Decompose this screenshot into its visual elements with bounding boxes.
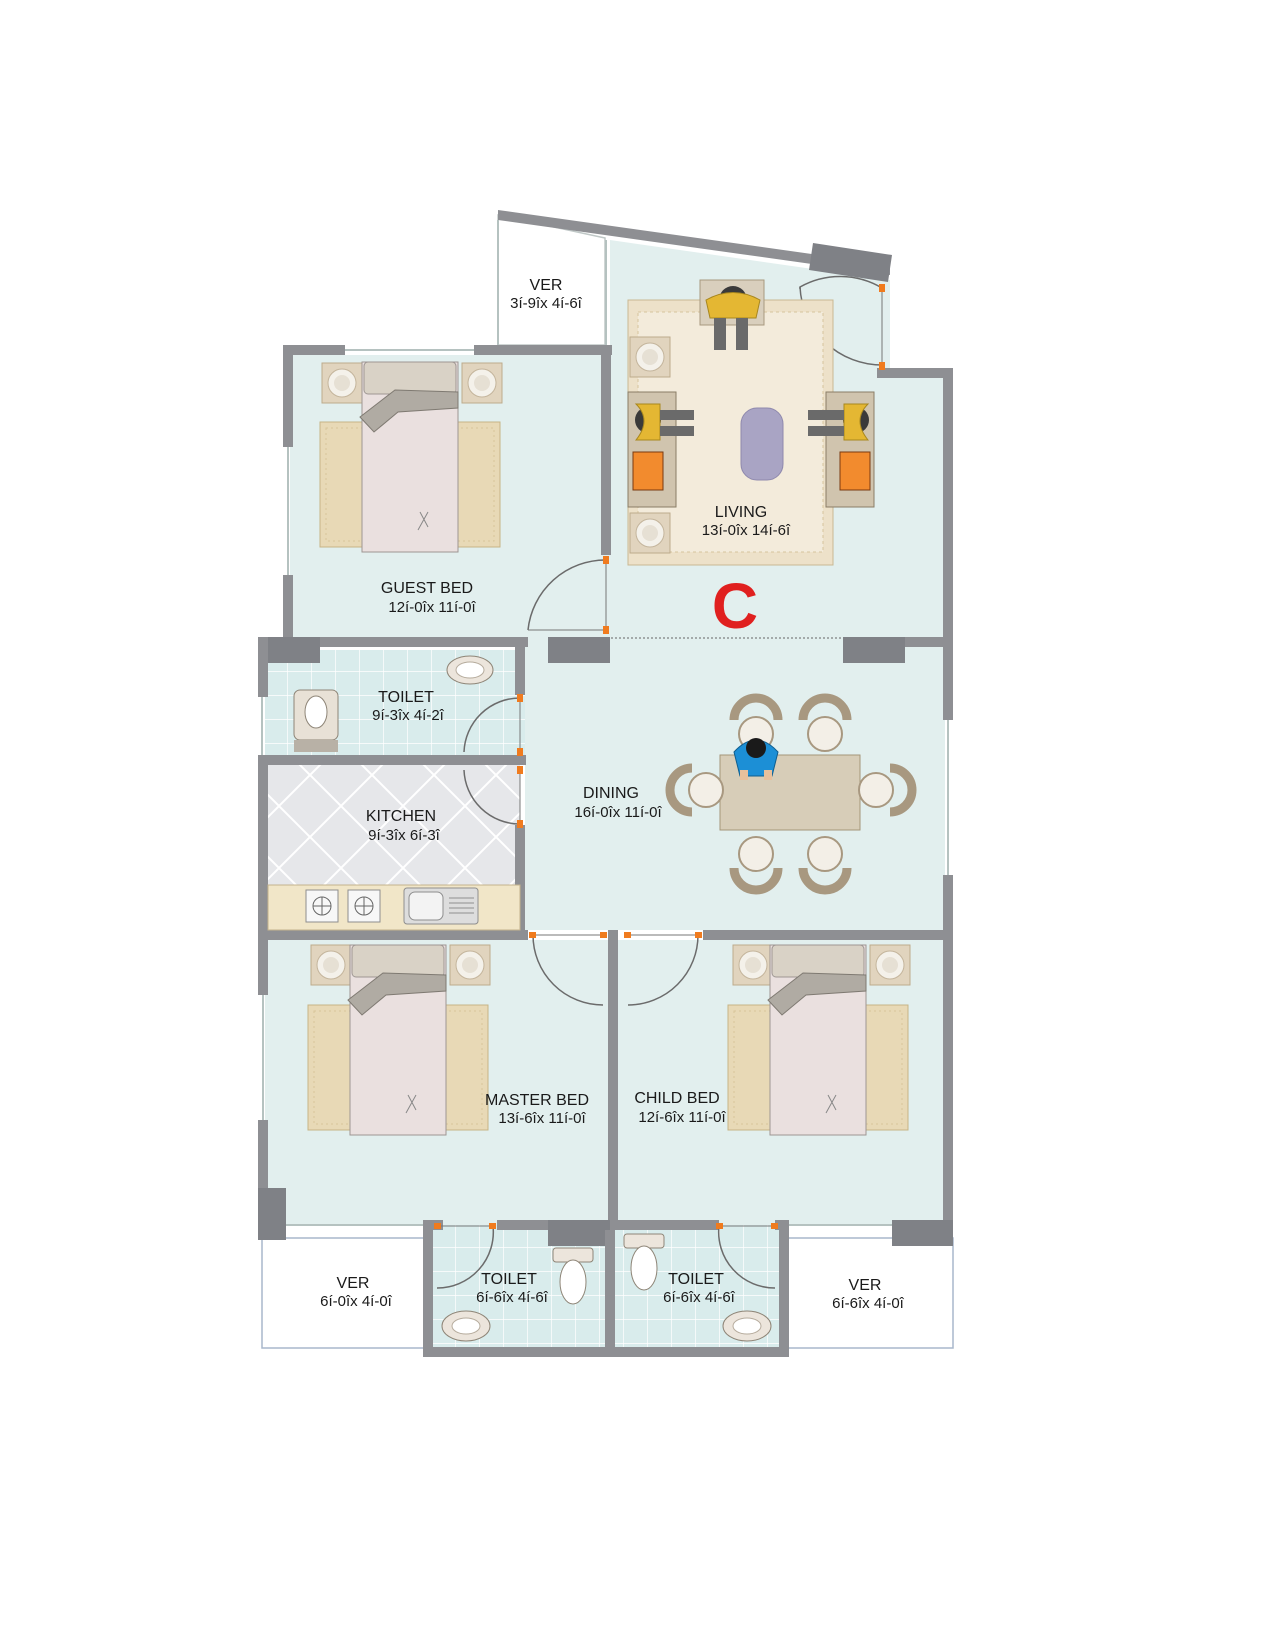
kitchen-size: 9í-3îx 6í-3î bbox=[368, 827, 441, 844]
ver-left-size: 6í-0îx 4í-0î bbox=[320, 1293, 393, 1310]
windows bbox=[261, 220, 949, 1226]
child-bed-furniture bbox=[727, 944, 911, 1136]
child-bed-name: CHILD BED bbox=[634, 1090, 719, 1107]
child-toilet-size: 6í-6îx 4í-6î bbox=[663, 1289, 736, 1306]
kitchen-name: KITCHEN bbox=[366, 808, 436, 825]
living-size: 13í-0îx 14í-6î bbox=[702, 522, 791, 539]
child-toilet-name: TOILET bbox=[668, 1271, 724, 1288]
ver-left-name: VER bbox=[337, 1275, 370, 1292]
master-toilet-name: TOILET bbox=[481, 1271, 537, 1288]
guest-toilet-size: 9í-3îx 4í-2î bbox=[372, 707, 445, 724]
guest-toilet-fixtures bbox=[293, 655, 494, 752]
walls bbox=[258, 210, 953, 1357]
guest-toilet-name: TOILET bbox=[378, 689, 434, 706]
living-furniture bbox=[627, 279, 875, 566]
living-name: LIVING bbox=[715, 504, 767, 521]
master-bed-size: 13í-6îx 11í-0î bbox=[498, 1110, 586, 1127]
ver-top-name: VER bbox=[530, 277, 563, 294]
right-verandah-outline bbox=[787, 1237, 954, 1349]
ver-right-name: VER bbox=[849, 1277, 882, 1294]
ver-right-size: 6í-6îx 4í-0î bbox=[832, 1295, 905, 1312]
unit-marker: C bbox=[712, 570, 758, 642]
master-toilet-fixtures bbox=[441, 1247, 594, 1342]
guest-bed-size: 12í-0îx 11í-0î bbox=[388, 599, 476, 616]
doors bbox=[434, 275, 885, 1289]
child-toilet-fixtures bbox=[623, 1233, 772, 1342]
kitchen-counter bbox=[267, 884, 521, 931]
kitchen-floor bbox=[268, 765, 520, 885]
guest-bed-furniture bbox=[319, 361, 503, 553]
guest-bed-name: GUEST BED bbox=[381, 580, 473, 597]
ver-top-size: 3í-9îx 4í-6î bbox=[510, 295, 583, 312]
master-toilet-size: 6í-6îx 4í-6î bbox=[476, 1289, 549, 1306]
child-bed-size: 12í-6îx 11í-0î bbox=[638, 1109, 726, 1126]
dining-name: DINING bbox=[583, 785, 639, 802]
dining-table-set bbox=[670, 698, 912, 890]
master-bed-furniture bbox=[307, 944, 491, 1136]
master-bed-name: MASTER BED bbox=[485, 1092, 589, 1109]
dining-size: 16í-0îx 11í-0î bbox=[574, 804, 662, 821]
